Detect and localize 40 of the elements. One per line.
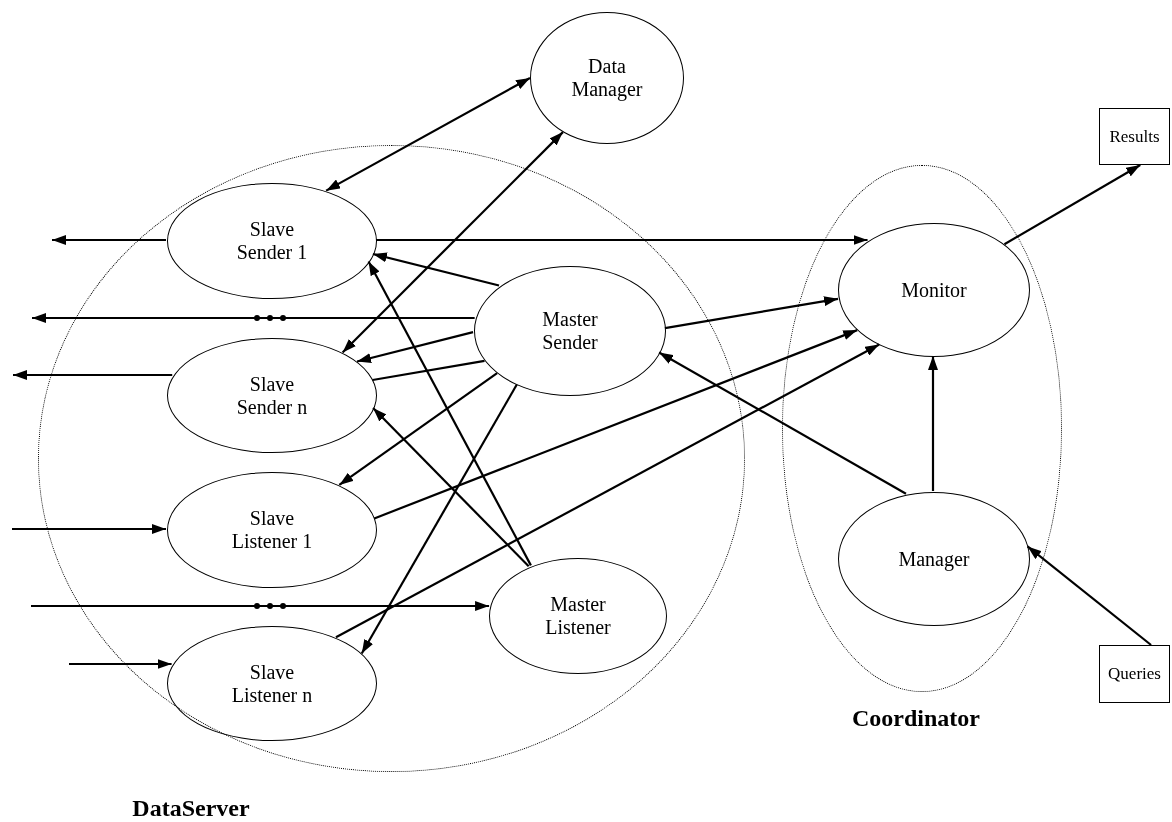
arrow <box>360 384 518 655</box>
process-ellipse <box>167 338 377 453</box>
arrow <box>1026 545 1152 646</box>
io-box <box>1099 645 1170 703</box>
arrow <box>356 331 474 363</box>
arrow <box>367 260 532 566</box>
arrow <box>664 296 839 330</box>
arrow <box>1003 164 1141 246</box>
arrow <box>338 372 498 486</box>
node-label: Master Sender <box>541 308 599 354</box>
group-title: DataServer <box>132 795 250 822</box>
arrow <box>12 524 166 534</box>
arrow <box>31 601 490 611</box>
node-label: Master Listener <box>544 593 612 639</box>
node-label: Slave Listener 1 <box>230 507 314 553</box>
node-label: Data Manager <box>570 55 644 101</box>
arrow <box>373 329 858 520</box>
io-box <box>1099 108 1170 165</box>
node-label: Queries <box>1108 664 1161 684</box>
node-label: Slave Sender 1 <box>235 218 309 264</box>
process-ellipse <box>167 626 377 741</box>
arrow <box>13 370 173 380</box>
arrow <box>658 351 907 495</box>
arrow <box>372 407 530 568</box>
arrow <box>335 343 880 639</box>
arrow <box>372 252 500 287</box>
group-title: Coordinator <box>852 705 980 733</box>
node-label: Monitor <box>901 278 967 302</box>
arrow <box>32 313 475 323</box>
node-label: Manager <box>898 547 970 571</box>
connector-line <box>372 359 485 382</box>
arrow <box>325 76 531 192</box>
arrow <box>341 131 564 354</box>
arrow <box>376 235 868 245</box>
arrow <box>52 235 166 245</box>
node-label: Slave Listener n <box>230 660 314 707</box>
arrow <box>69 659 172 669</box>
arrow <box>928 356 938 491</box>
node-label: Results <box>1109 126 1160 147</box>
node-label: Slave Sender n <box>235 372 309 419</box>
